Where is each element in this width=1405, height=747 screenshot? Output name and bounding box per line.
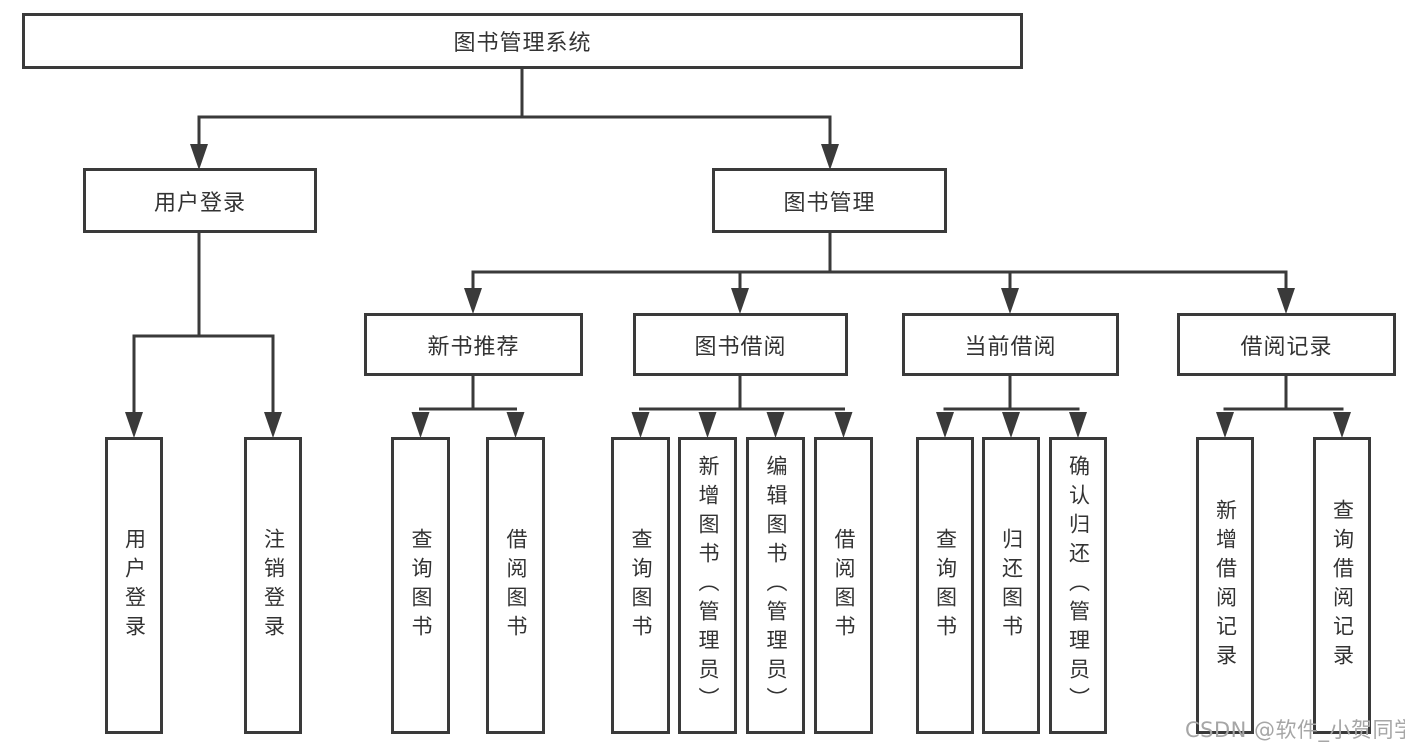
leaf-query-books-borrow: 查询图书 (611, 437, 670, 734)
node-new-book-recommend: 新书推荐 (364, 313, 583, 376)
node-label: 用户登录 (122, 527, 147, 644)
node-book-management: 图书管理 (712, 168, 947, 233)
leaf-query-borrow-record: 查询借阅记录 (1313, 437, 1371, 734)
node-library-management-system: 图书管理系统 (22, 13, 1023, 69)
leaf-borrow-books: 借阅图书 (814, 437, 873, 734)
node-book-borrow: 图书借阅 (633, 313, 848, 376)
leaf-edit-book-admin: 编辑图书（管理员） (746, 437, 805, 734)
node-label: 借阅图书 (504, 527, 528, 644)
node-label: 查询图书 (409, 527, 433, 644)
node-current-borrow: 当前借阅 (902, 313, 1119, 376)
leaf-add-borrow-record: 新增借阅记录 (1196, 437, 1254, 734)
leaf-borrow-books-recommend: 借阅图书 (486, 437, 545, 734)
leaf-add-book-admin: 新增图书（管理员） (678, 437, 737, 734)
node-user-login: 用户登录 (83, 168, 317, 233)
node-label: 归还图书 (999, 527, 1024, 644)
node-borrow-records: 借阅记录 (1177, 313, 1396, 376)
leaf-logout: 注销登录 (244, 437, 302, 734)
leaf-query-books-recommend: 查询图书 (391, 437, 450, 734)
leaf-confirm-return-admin: 确认归还（管理员） (1049, 437, 1107, 734)
node-label: 图书管理系统 (453, 31, 592, 56)
node-label: 图书管理 (783, 190, 876, 216)
node-label: 新书推荐 (427, 334, 520, 360)
node-label: 查询图书 (629, 527, 653, 644)
node-label: 查询借阅记录 (1330, 498, 1355, 673)
node-label: 图书借阅 (694, 334, 787, 360)
node-label: 注销登录 (261, 527, 286, 644)
node-label: 当前借阅 (964, 334, 1057, 360)
node-label: 借阅图书 (832, 527, 856, 644)
node-label: 确认归还（管理员） (1066, 455, 1091, 716)
leaf-query-books-current: 查询图书 (916, 437, 974, 734)
node-label: 新增图书（管理员） (696, 455, 720, 716)
node-label: 新增借阅记录 (1213, 498, 1238, 673)
watermark: CSDN @软件_小贺同学 (1185, 718, 1405, 742)
node-label: 借阅记录 (1240, 334, 1333, 360)
node-label: 用户登录 (153, 190, 246, 216)
leaf-user-login: 用户登录 (105, 437, 163, 734)
leaf-return-books: 归还图书 (982, 437, 1040, 734)
node-label: 编辑图书（管理员） (764, 455, 788, 716)
node-label: 查询图书 (933, 527, 958, 644)
